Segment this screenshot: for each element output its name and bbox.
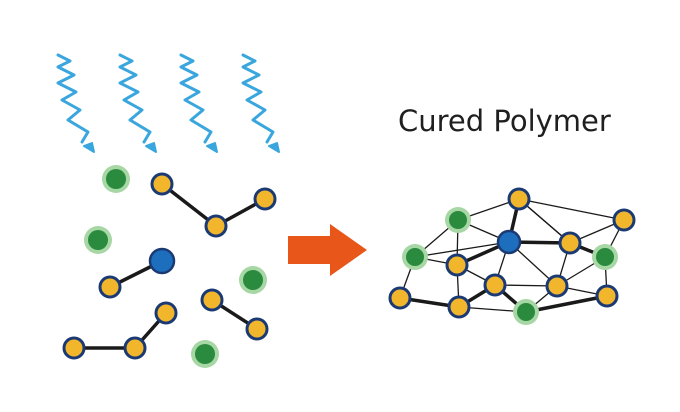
- wavy-arrow-icon: [241, 53, 280, 153]
- monomer-node: [253, 187, 277, 211]
- cured-network: [388, 187, 636, 325]
- monomer-node: [612, 208, 636, 232]
- monomer-node: [150, 172, 174, 196]
- bond-line: [414, 241, 510, 258]
- monomer-node: [483, 273, 507, 297]
- photoinitiator-node: [592, 244, 618, 270]
- uncured-nodes: [62, 165, 277, 368]
- photoinitiator-node: [402, 244, 428, 270]
- network-thin-bonds: [399, 198, 625, 313]
- monomer-node: [558, 231, 582, 255]
- monomer-node: [98, 275, 122, 299]
- network-thick-bonds: [398, 197, 609, 314]
- photoinitiator-node: [239, 266, 267, 294]
- monomer-node: [388, 286, 412, 310]
- uv-light-waves: [56, 53, 280, 153]
- crosslinker-node: [148, 247, 176, 275]
- wavy-arrow-icon: [179, 53, 218, 153]
- monomer-node: [62, 336, 86, 360]
- photoinitiator-node: [191, 340, 219, 368]
- network-nodes: [388, 187, 636, 325]
- wavy-arrow-icon: [118, 53, 157, 153]
- bond-line: [518, 198, 625, 221]
- right-arrow-icon: [288, 224, 367, 276]
- photoinitiator-node: [102, 165, 130, 193]
- monomer-node: [507, 187, 531, 211]
- monomer-node: [595, 284, 619, 308]
- monomer-node: [445, 253, 469, 277]
- monomer-node: [123, 336, 147, 360]
- monomer-node: [447, 295, 471, 319]
- monomer-node: [154, 301, 178, 325]
- photoinitiator-node: [84, 226, 112, 254]
- monomer-node: [200, 288, 224, 312]
- wavy-arrow-icon: [56, 53, 95, 153]
- photoinitiator-node: [513, 299, 539, 325]
- bond-line: [524, 294, 609, 314]
- crosslinker-node: [496, 229, 522, 255]
- cured-polymer-label: Cured Polymer: [398, 104, 611, 138]
- monomer-node: [545, 274, 569, 298]
- monomer-node: [245, 317, 269, 341]
- photoinitiator-node: [445, 207, 471, 233]
- uncured-mixture: [62, 165, 277, 368]
- monomer-node: [204, 214, 228, 238]
